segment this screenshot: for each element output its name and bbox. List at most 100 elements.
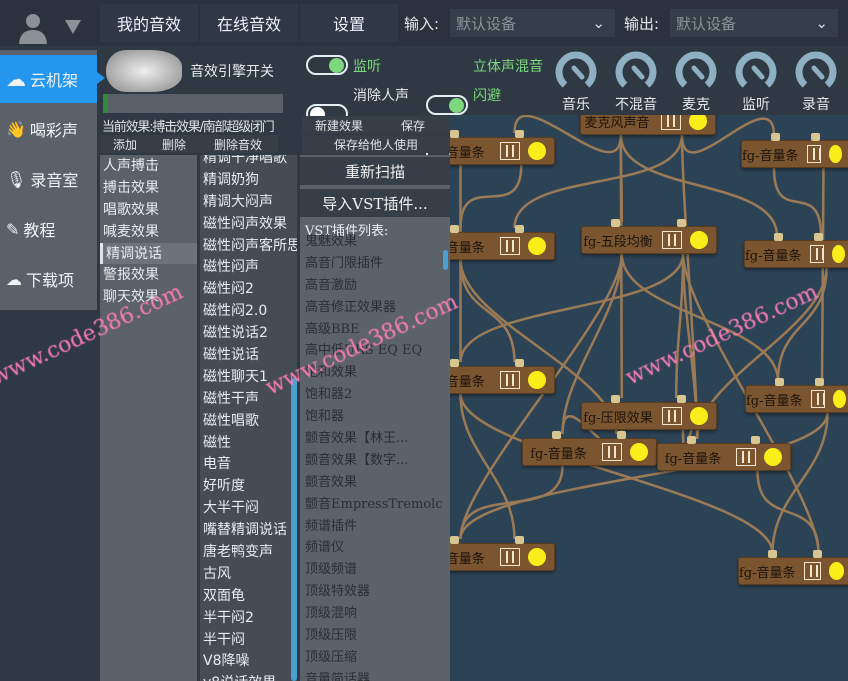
vst-plugin-item[interactable]: 高级BBE	[305, 321, 360, 337]
input-port-icon[interactable]	[751, 436, 760, 444]
input-port-icon[interactable]	[611, 395, 620, 403]
status-led-icon[interactable]	[528, 371, 546, 389]
engine-switch-icon[interactable]	[106, 50, 182, 92]
input-port-icon[interactable]	[774, 233, 783, 241]
stereo-mix-toggle[interactable]	[426, 95, 468, 115]
status-led-icon[interactable]	[832, 245, 845, 263]
input-port-icon[interactable]	[771, 133, 780, 141]
graph-node[interactable]: fg-音量条	[745, 385, 848, 413]
graph-node[interactable]: fg-音量条	[741, 140, 848, 168]
new-effect-button[interactable]: 新建效果	[302, 116, 376, 134]
vst-plugin-item[interactable]: 饱和效果	[305, 365, 358, 381]
save-button[interactable]: 保存	[376, 116, 450, 134]
effect-item[interactable]: 磁性说话	[203, 347, 259, 364]
input-port-icon[interactable]	[515, 225, 524, 233]
effect-item[interactable]: 嘴替精调说话	[203, 522, 287, 539]
volume-knob-0[interactable]	[553, 47, 599, 93]
sidebar-item-studio[interactable]: 🎙录音室	[0, 155, 97, 203]
input-port-icon[interactable]	[611, 219, 620, 227]
input-port-icon[interactable]	[450, 536, 459, 544]
input-port-icon[interactable]	[450, 225, 459, 233]
effect-item[interactable]: V8降噪	[203, 653, 250, 670]
vst-plugin-item[interactable]: 颤音EmpressTremolc	[305, 496, 443, 512]
input-port-icon[interactable]	[768, 550, 777, 558]
input-port-icon[interactable]	[617, 431, 626, 439]
equalizer-icon[interactable]	[810, 390, 826, 408]
delete-button[interactable]: 删除	[150, 135, 198, 153]
equalizer-icon[interactable]	[500, 142, 520, 160]
category-item[interactable]: 搏击效果	[103, 179, 159, 196]
vst-plugin-item[interactable]: 高音激励	[305, 277, 358, 293]
delete-effect-button[interactable]: 删除音效	[198, 135, 278, 153]
equalizer-icon[interactable]	[662, 231, 682, 249]
category-item[interactable]: 聊天效果	[103, 289, 159, 306]
equalizer-icon[interactable]	[806, 145, 822, 163]
vst-plugin-item[interactable]: 频谱仪	[305, 540, 345, 556]
graph-node[interactable]: fg-音量条	[522, 438, 657, 466]
graph-node[interactable]: fg-音量条	[450, 232, 555, 260]
sidebar-item-downloads[interactable]: ☁下载项	[0, 255, 97, 303]
status-led-icon[interactable]	[828, 562, 844, 580]
graph-node[interactable]: fg-音量条	[738, 557, 848, 585]
graph-node[interactable]: 麦克风声音	[580, 115, 716, 135]
input-port-icon[interactable]	[515, 130, 524, 138]
tab-online-effects[interactable]: 在线音效	[200, 4, 298, 42]
equalizer-icon[interactable]	[500, 371, 520, 389]
effect-item[interactable]: 唐老鸭变声	[203, 544, 273, 561]
sidebar-item-cloud-rack[interactable]: ☁云机架	[0, 55, 97, 103]
status-led-icon[interactable]	[630, 443, 648, 461]
graph-node[interactable]: fg-音量条	[450, 543, 555, 571]
category-item[interactable]: 警报效果	[103, 267, 159, 284]
vst-plugin-item[interactable]: 顶级特效器	[305, 584, 371, 600]
import-vst-button[interactable]: 导入VST插件...	[300, 189, 450, 217]
equalizer-icon[interactable]	[500, 548, 520, 566]
vst-plugin-item[interactable]: 顶级频谱	[305, 562, 358, 578]
tab-settings[interactable]: 设置	[300, 4, 398, 42]
vst-plugin-item[interactable]: 饱和器2	[305, 387, 353, 403]
effect-item[interactable]: 磁性聊天1	[203, 368, 268, 385]
category-item[interactable]: 唱歌效果	[103, 201, 159, 218]
input-port-icon[interactable]	[677, 395, 686, 403]
equalizer-icon[interactable]	[661, 115, 681, 130]
monitor-toggle[interactable]	[306, 55, 348, 75]
graph-node[interactable]: fg-音量条	[744, 240, 848, 268]
save-share-button[interactable]: 保存给他人使用	[302, 135, 450, 153]
input-port-icon[interactable]	[552, 431, 561, 439]
status-led-icon[interactable]	[528, 142, 546, 160]
input-port-icon[interactable]	[450, 130, 459, 138]
effect-item[interactable]: 古风	[203, 565, 231, 582]
equalizer-icon[interactable]	[809, 245, 825, 263]
category-list[interactable]: 人声搏击搏击效果唱歌效果喊麦效果精调说话警报效果聊天效果	[100, 155, 197, 681]
vst-plugin-item[interactable]: 顶级压缩	[305, 649, 358, 665]
effect-item[interactable]: 双面龟	[203, 587, 245, 604]
volume-knob-4[interactable]	[793, 47, 839, 93]
sidebar-item-cheers[interactable]: 👋喝彩声	[0, 105, 97, 153]
vst-plugin-item[interactable]: 颤音效果【数字...	[305, 452, 409, 468]
effect-item[interactable]: 精调奶狗	[203, 171, 259, 188]
graph-node[interactable]: fg-音量条	[450, 366, 555, 394]
status-led-icon[interactable]	[690, 231, 708, 249]
output-device-select[interactable]: 默认设备⌄	[670, 9, 838, 37]
vst-plugin-item[interactable]: 频谱插件	[305, 518, 358, 534]
tab-my-effects[interactable]: 我的音效	[100, 4, 198, 42]
category-item[interactable]: 精调说话	[100, 242, 197, 265]
input-port-icon[interactable]	[450, 359, 459, 367]
effect-item[interactable]: 好听度	[203, 478, 245, 495]
input-port-icon[interactable]	[814, 233, 823, 241]
input-port-icon[interactable]	[687, 436, 696, 444]
effect-item[interactable]: 半干闷	[203, 631, 245, 648]
status-led-icon[interactable]	[690, 407, 708, 425]
vst-plugin-item[interactable]: 颤音效果【林王...	[305, 431, 409, 447]
status-led-icon[interactable]	[764, 448, 782, 466]
vst-list-scrollbar[interactable]	[443, 250, 448, 270]
equalizer-icon[interactable]	[500, 237, 520, 255]
effect-item[interactable]: 精调干净唱歌	[203, 155, 287, 166]
input-port-icon[interactable]	[775, 378, 784, 386]
input-port-icon[interactable]	[515, 536, 524, 544]
effect-item[interactable]: v8说话效果	[200, 672, 297, 681]
vst-plugin-item[interactable]: 音量简话器	[305, 671, 371, 681]
effect-item[interactable]: 磁性	[203, 434, 231, 451]
status-led-icon[interactable]	[528, 237, 546, 255]
effect-graph-canvas[interactable]: 麦克风声音fg-音量条fg-音量条fg-音量条fg-五段均衡fg-音量条fg-音…	[450, 115, 848, 681]
